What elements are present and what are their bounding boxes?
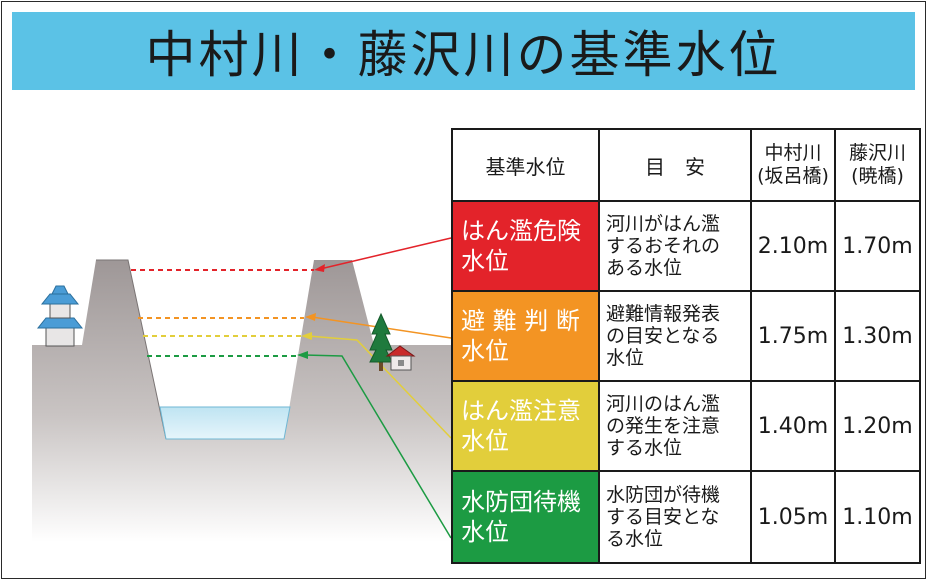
guide-line1: 避難情報発表 — [606, 303, 721, 325]
danger-arrowhead — [314, 264, 325, 272]
level-name-caution: はん濫注意 水位 — [451, 380, 600, 472]
header-fujisawa: 藤沢川 (暁橋) — [834, 128, 921, 202]
caution-arrowhead — [301, 332, 312, 340]
guide-line3: 水位 — [606, 347, 645, 369]
fujisawa-value: 1.20m — [834, 380, 921, 472]
castle-icon — [36, 285, 84, 347]
level-name-line2: 水位 — [461, 247, 509, 275]
levee-left-top — [96, 259, 167, 440]
level-name-evacuation: 避 難 判 断 水位 — [451, 290, 600, 382]
nakamura-value: 2.10m — [750, 200, 836, 292]
guide-line3: ある水位 — [606, 257, 683, 279]
table-row: はん濫危険 水位 河川がはん濫 するおそれの ある水位 2.10m 1.70m — [451, 200, 921, 292]
standby-arrow — [303, 354, 452, 539]
level-name-line1: 水防団待機 — [461, 488, 581, 516]
guide-line2: の目安となる — [606, 325, 720, 347]
river-water — [159, 406, 291, 440]
guide-line2: の発生を注意 — [606, 415, 721, 437]
caution-arrow — [307, 335, 452, 439]
level-guide: 避難情報発表 の目安となる 水位 — [598, 290, 752, 382]
level-name-line1: はん濫注意 — [461, 397, 581, 425]
water-level-table: 基準水位 目 安 中村川 (坂呂橋) 藤沢川 (暁橋) はん濫危険 水位 河川が… — [451, 128, 921, 564]
evacuation-arrowhead — [305, 313, 316, 321]
level-guide: 河川がはん濫 するおそれの ある水位 — [598, 200, 752, 292]
table-row: 水防団待機 水位 水防団が待機 する目安とな る水位 1.05m 1.10m — [451, 470, 921, 564]
nakamura-value: 1.75m — [750, 290, 836, 382]
nakamura-value: 1.40m — [750, 380, 836, 472]
standby-arrowhead — [297, 351, 308, 359]
level-name-standby: 水防団待機 水位 — [451, 470, 600, 564]
guide-line3: る水位 — [606, 528, 664, 550]
level-name-danger: はん濫危険 水位 — [451, 200, 600, 292]
tree-icon — [369, 312, 393, 371]
table-row: 避 難 判 断 水位 避難情報発表 の目安となる 水位 1.75m 1.30m — [451, 290, 921, 382]
level-name-line1: 避 難 判 断 — [461, 307, 580, 335]
level-name-line2: 水位 — [461, 337, 509, 365]
level-name-line2: 水位 — [461, 518, 509, 546]
danger-arrow — [319, 237, 452, 270]
header-nakamura-line1: 中村川 — [764, 142, 822, 164]
guide-line2: する目安とな — [606, 506, 720, 528]
level-name-line2: 水位 — [461, 427, 509, 455]
guide-line3: する水位 — [606, 437, 683, 459]
page-title: 中村川・藤沢川の基準水位 — [145, 26, 782, 84]
header-nakamura-line2: (坂呂橋) — [757, 165, 829, 187]
header-level: 基準水位 — [451, 128, 600, 202]
fujisawa-value: 1.30m — [834, 290, 921, 382]
house-icon — [385, 345, 416, 371]
levee-ground — [32, 260, 452, 542]
nakamura-value: 1.05m — [750, 470, 836, 564]
fujisawa-value: 1.10m — [834, 470, 921, 564]
level-name-line1: はん濫危険 — [461, 217, 581, 245]
header-fujisawa-line2: (暁橋) — [851, 165, 904, 187]
level-guide: 河川のはん濫 の発生を注意 する水位 — [598, 380, 752, 472]
guide-line1: 河川がはん濫 — [606, 213, 721, 235]
guide-line2: するおそれの — [606, 235, 721, 257]
level-guide: 水防団が待機 する目安とな る水位 — [598, 470, 752, 564]
header-guide: 目 安 — [598, 128, 752, 202]
header-fujisawa-line1: 藤沢川 — [848, 142, 906, 164]
title-bar: 中村川・藤沢川の基準水位 — [12, 12, 915, 90]
table-header-row: 基準水位 目 安 中村川 (坂呂橋) 藤沢川 (暁橋) — [451, 128, 921, 202]
header-nakamura: 中村川 (坂呂橋) — [750, 128, 836, 202]
guide-line1: 河川のはん濫 — [606, 393, 721, 415]
fujisawa-value: 1.70m — [834, 200, 921, 292]
guide-line1: 水防団が待機 — [606, 484, 721, 506]
table-row: はん濫注意 水位 河川のはん濫 の発生を注意 する水位 1.40m 1.20m — [451, 380, 921, 472]
